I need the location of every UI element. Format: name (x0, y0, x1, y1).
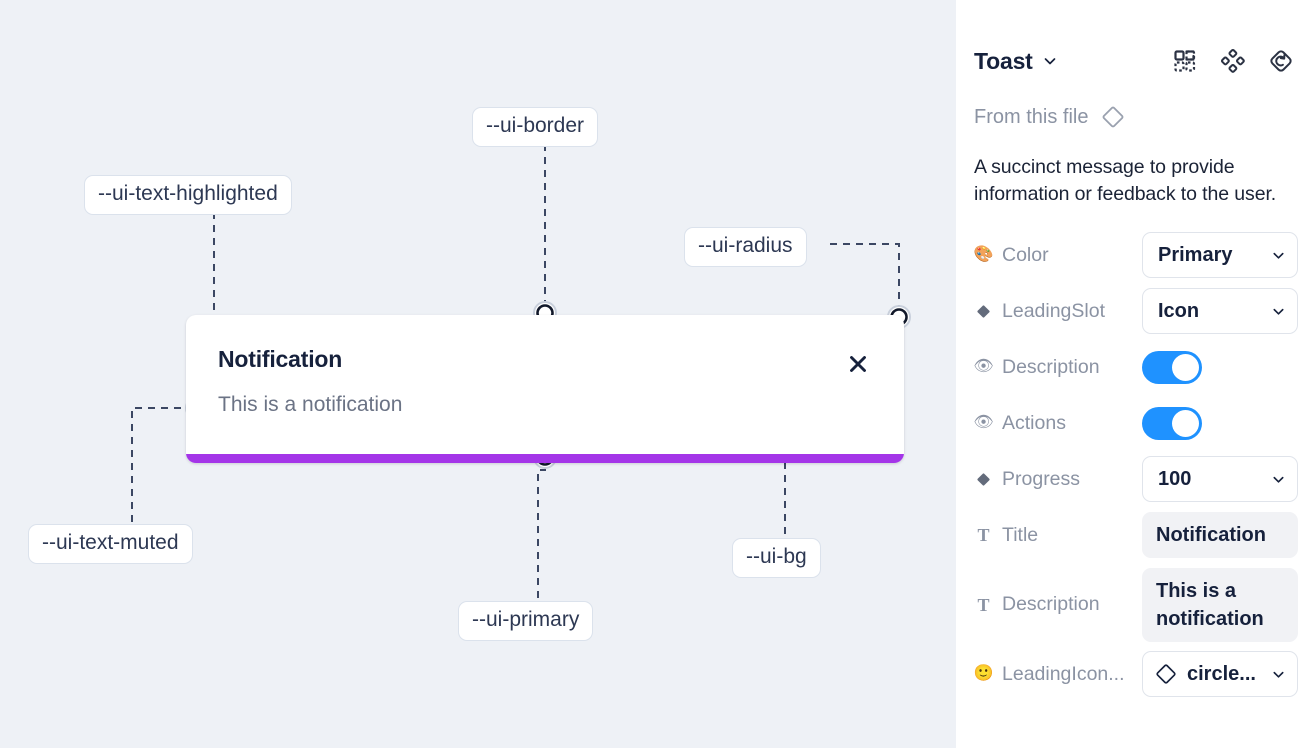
property-row-title: T Title Notification (974, 512, 1298, 559)
chevron-down-icon (1271, 304, 1286, 319)
property-row-actions-visibility: 👁 Actions (974, 400, 1294, 447)
property-row-description-text: T Description This is a notification (974, 567, 1298, 642)
panel-title: Toast (974, 47, 1033, 74)
design-canvas[interactable]: Notification This is a notification --ui… (0, 0, 956, 748)
eye-icon: 👁 (974, 414, 994, 432)
toast-progress-bar (186, 454, 904, 463)
chevron-down-icon (1271, 667, 1286, 682)
chevron-down-icon (1271, 248, 1286, 263)
diamond-icon (1154, 662, 1178, 686)
property-list: 🎨 Color Primary (974, 232, 1298, 698)
progress-select[interactable]: 100 (1142, 456, 1298, 503)
property-label-leading-slot: LeadingSlot (974, 300, 1142, 323)
reset-instance-icon[interactable] (1268, 48, 1294, 74)
token-chip-radius[interactable]: --ui-radius (684, 227, 807, 268)
property-row-leading-icon: 🙂 LeadingIcon... circle... (974, 651, 1298, 698)
property-label-leading-icon: 🙂 LeadingIcon... (974, 662, 1125, 685)
toggle-knob (1172, 409, 1199, 437)
from-this-file-label: From this file (974, 105, 1089, 128)
chevron-down-icon[interactable] (1042, 53, 1058, 69)
panel-header: Toast (974, 30, 1294, 92)
palette-icon: 🎨 (974, 246, 994, 264)
leading-icon-select[interactable]: circle... (1142, 651, 1298, 698)
toast-description: This is a notification (218, 393, 403, 416)
property-label-progress: Progress (974, 468, 1142, 491)
diamond-filled-icon (974, 470, 993, 489)
token-chip-bg[interactable]: --ui-bg (732, 538, 821, 579)
token-chip-text-muted[interactable]: --ui-text-muted (28, 524, 193, 565)
title-input[interactable]: Notification (1142, 512, 1298, 559)
leading-slot-select[interactable]: Icon (1142, 288, 1298, 335)
component-description: A succinct message to provide informatio… (974, 156, 1277, 205)
property-label-description-visibility: 👁 Description (974, 355, 1100, 378)
variants-icon[interactable] (1220, 48, 1246, 74)
property-row-leading-slot: LeadingSlot Icon (974, 288, 1298, 335)
token-chip-text-highlighted[interactable]: --ui-text-highlighted (84, 175, 292, 216)
property-label-title: T Title (974, 524, 1142, 547)
panel-header-icons (1172, 48, 1294, 74)
diamond-icon (1100, 104, 1126, 130)
description-toggle[interactable] (1142, 350, 1202, 384)
property-row-description-visibility: 👁 Description (974, 344, 1294, 391)
emoji-face-icon: 🙂 (974, 665, 994, 683)
property-row-color: 🎨 Color Primary (974, 232, 1298, 279)
properties-panel: Toast (956, 0, 1312, 748)
eye-icon: 👁 (974, 358, 994, 376)
color-select[interactable]: Primary (1142, 232, 1298, 279)
toast-title: Notification (218, 346, 343, 372)
from-this-file-row[interactable]: From this file (974, 104, 1294, 130)
property-label-actions-visibility: 👁 Actions (974, 411, 1066, 434)
text-icon: T (977, 525, 990, 546)
chevron-down-icon (1271, 472, 1286, 487)
toggle-knob (1172, 353, 1199, 381)
property-label-description-text: T Description (974, 593, 1142, 616)
diamond-filled-icon (974, 302, 993, 321)
token-chip-border[interactable]: --ui-border (472, 107, 599, 148)
text-icon: T (977, 594, 990, 615)
description-input[interactable]: This is a notification (1142, 567, 1298, 642)
close-icon[interactable] (844, 350, 872, 378)
token-chip-primary[interactable]: --ui-primary (458, 601, 594, 642)
actions-toggle[interactable] (1142, 406, 1202, 440)
toast-preview-card[interactable]: Notification This is a notification (186, 315, 904, 463)
component-icon[interactable] (1172, 48, 1198, 74)
property-label-color: 🎨 Color (974, 243, 1049, 266)
property-row-progress: Progress 100 (974, 456, 1298, 503)
